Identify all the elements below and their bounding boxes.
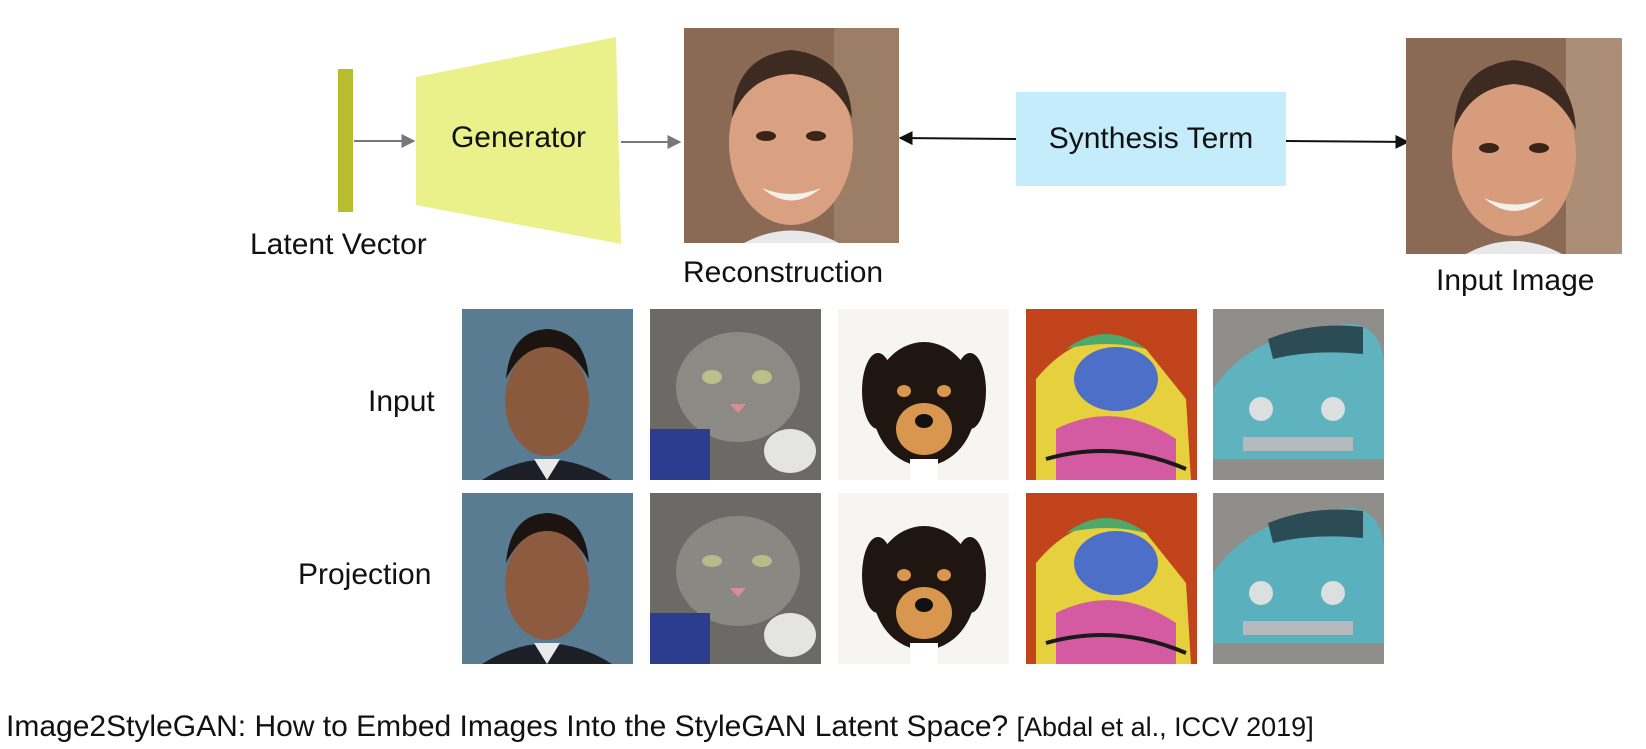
input-image: [1406, 38, 1622, 254]
input-cat-image: [650, 309, 821, 480]
projection-cat-image: [650, 493, 821, 664]
generator-trapezoid: [416, 37, 621, 244]
projection-portrait-image: [462, 493, 633, 664]
row-label-projection: Projection: [298, 558, 432, 591]
paper-citation: [Abdal et al., ICCV 2019]: [1016, 712, 1314, 742]
projection-puppy-image: [838, 493, 1009, 664]
generator-label: Generator: [450, 121, 587, 154]
paper-title: Image2StyleGAN: How to Embed Images Into…: [6, 710, 1009, 743]
input-image-label: Input Image: [1436, 264, 1595, 297]
row-label-input: Input: [368, 385, 435, 418]
projection-car-image: [1213, 493, 1384, 664]
arrow-synthesis-to-input: [1285, 134, 1410, 149]
latent-vector-bar: [338, 69, 353, 212]
synthesis-term-box: Synthesis Term: [1016, 92, 1286, 186]
latent-vector-label: Latent Vector: [250, 228, 427, 261]
input-car-image: [1213, 309, 1384, 480]
input-portrait-image: [462, 309, 633, 480]
input-painting-image: [1026, 309, 1197, 480]
projection-painting-image: [1026, 493, 1197, 664]
reconstruction-image: [684, 28, 899, 243]
synthesis-term-label: Synthesis Term: [1048, 122, 1254, 155]
reconstruction-label: Reconstruction: [683, 256, 884, 289]
paper-caption: Image2StyleGAN: How to Embed Images Into…: [6, 710, 1314, 744]
input-puppy-image: [838, 309, 1009, 480]
arrow-synthesis-to-reconstruction: [898, 131, 1017, 146]
